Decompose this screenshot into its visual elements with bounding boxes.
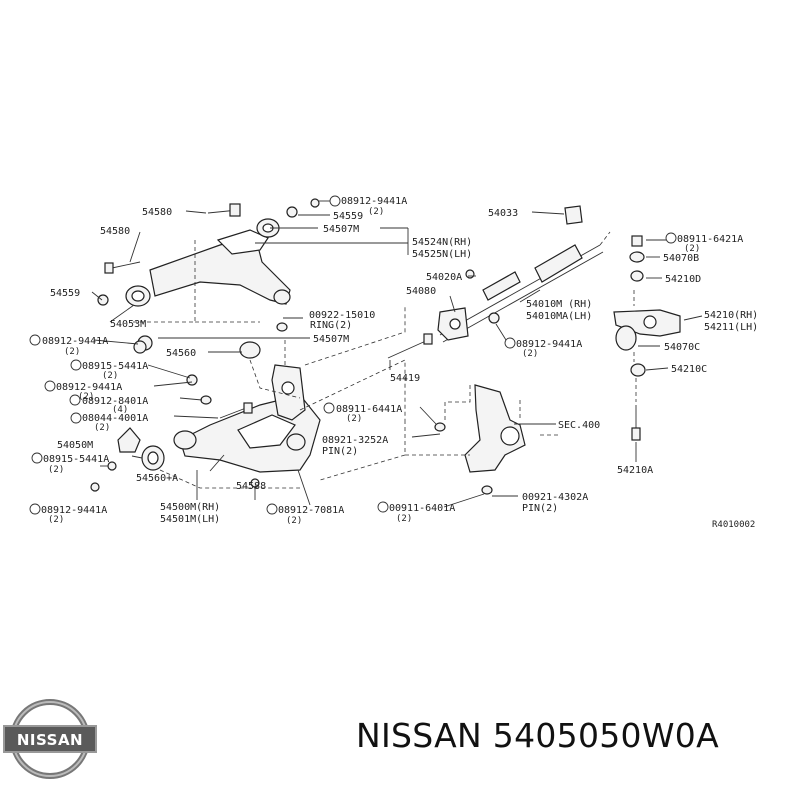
lower-fasteners (90, 340, 261, 492)
label-08912-9441a-l1: 08912-9441A (42, 336, 108, 347)
label-54524n: 54524N(RH) (412, 237, 472, 248)
label-ring: RING(2) (310, 320, 352, 331)
label-08912-9441a-l2: 08912-9441A (56, 382, 122, 393)
label-54525n: 54525N(LH) (412, 249, 472, 260)
circle-symbols (29, 195, 677, 515)
label-54507m-mid: 54507M (313, 334, 349, 345)
label-qty-l5: (2) (94, 423, 110, 433)
frame-bracket (271, 364, 306, 421)
label-54507m-top: 54507M (323, 224, 359, 235)
label-00922-15010: 00922-15010 (309, 310, 375, 321)
label-54500m: 54500M(RH) (160, 502, 220, 513)
label-08915-5441a-l1: 08915-5441A (82, 361, 148, 372)
label-54560: 54560 (166, 348, 196, 359)
label-00911-6401a: 00911-6401A (389, 503, 455, 514)
label-54419: 54419 (390, 373, 420, 384)
label-qty-l8: (2) (286, 516, 302, 526)
label-54070c: 54070C (664, 342, 700, 353)
label-54559-b: 54559 (50, 288, 80, 299)
label-08911-6421a: 08911-6421A (677, 234, 743, 245)
label-08912-9441a-r: 08912-9441A (516, 339, 582, 350)
label-54580-b: 54580 (100, 226, 130, 237)
label-qty-c2: (2) (396, 514, 412, 524)
logo-text: NISSAN (17, 731, 83, 749)
label-08911-6441a: 08911-6441A (336, 404, 402, 415)
dashed-assembly-lines (130, 231, 637, 489)
label-qty-l4: (4) (112, 405, 128, 415)
label-qty-l3: (2) (78, 392, 94, 402)
label-54210c: 54210C (671, 364, 707, 375)
nissan-logo: NISSAN (3, 699, 97, 779)
label-54210d: 54210D (665, 274, 701, 285)
label-qty-top: (2) (368, 207, 384, 217)
diagram-ref-code: R4010002 (712, 520, 755, 530)
label-pin-b: PIN(2) (522, 503, 558, 514)
label-qty-r: (2) (522, 349, 538, 359)
label-08921-3252a: 08921-3252A (322, 435, 388, 446)
label-54010ma: 54010MA(LH) (526, 311, 592, 322)
label-54559-a: 54559 (333, 211, 363, 222)
label-54580-a: 54580 (142, 207, 172, 218)
label-08912-9441a-l3: 08912-9441A (41, 505, 107, 516)
label-sec400: SEC.400 (558, 420, 600, 431)
label-qty-l7: (2) (48, 515, 64, 525)
label-qty-c1: (2) (346, 414, 362, 424)
part-labels: 54580 54580 08912-9441A (2) 54559 54507M… (41, 196, 758, 530)
upper-fasteners (97, 198, 320, 351)
label-54010m: 54010M (RH) (526, 299, 592, 310)
label-54050m: 54050M (57, 440, 93, 451)
steering-knuckle (434, 384, 526, 495)
label-54560a: 54560+A (136, 473, 178, 484)
label-54501m: 54501M(LH) (160, 514, 220, 525)
label-pin-a: PIN(2) (322, 446, 358, 457)
part-number-title: NISSAN 5405050W0A (356, 716, 719, 755)
label-08912-8401a: 08912-8401A (82, 396, 148, 407)
label-54020a: 54020A (426, 272, 462, 283)
upper-control-arm (125, 218, 291, 307)
torsion-bar (387, 205, 604, 359)
label-54070b: 54070B (663, 253, 699, 264)
label-54210a: 54210A (617, 465, 653, 476)
label-54588: 54588 (236, 481, 266, 492)
label-qty-l6: (2) (48, 465, 64, 475)
label-qty-rr: (2) (684, 244, 700, 254)
label-08044-4001a: 08044-4001A (82, 413, 148, 424)
label-08912-9441a-top: 08912-9441A (341, 196, 407, 207)
label-08915-5441a-l2: 08915-5441A (43, 454, 109, 465)
leader-lines (91, 200, 703, 508)
right-side-hardware (613, 235, 681, 441)
label-08912-7081a: 08912-7081A (278, 505, 344, 516)
label-00921-4302a: 00921-4302A (522, 492, 588, 503)
label-qty-l1: (2) (64, 347, 80, 357)
label-54080: 54080 (406, 286, 436, 297)
label-54210-rh: 54210(RH) (704, 310, 758, 321)
label-qty-l2: (2) (102, 371, 118, 381)
label-54053m: 54053M (110, 319, 146, 330)
label-54033: 54033 (488, 208, 518, 219)
label-54211-lh: 54211(LH) (704, 322, 758, 333)
